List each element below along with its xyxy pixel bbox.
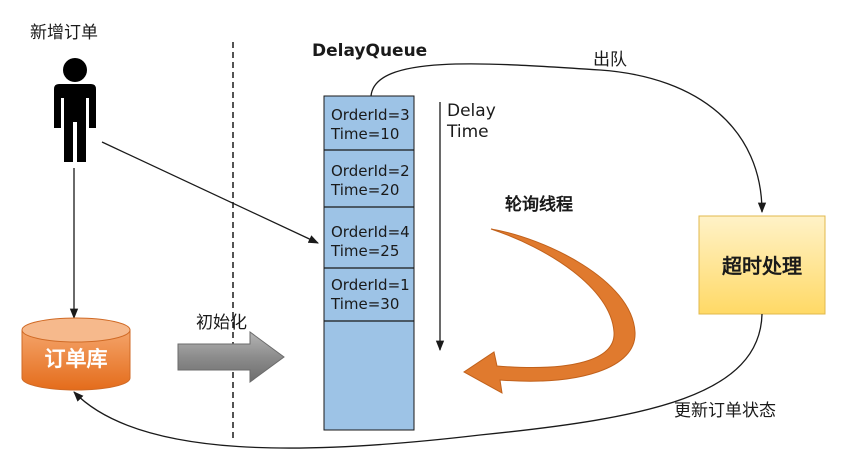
queue-item-order: OrderId=2 bbox=[331, 162, 410, 180]
person-to-queue-arrow bbox=[101, 141, 319, 244]
order-db-label: 订单库 bbox=[45, 347, 108, 371]
queue-item-time: Time=30 bbox=[330, 295, 399, 313]
queue-item-time: Time=25 bbox=[330, 242, 399, 260]
init-label: 初始化 bbox=[196, 313, 247, 333]
queue-item-order: OrderId=1 bbox=[331, 276, 410, 294]
order-db-cylinder bbox=[21, 317, 131, 391]
timeout-handler-label: 超时处理 bbox=[721, 254, 802, 278]
person-icon bbox=[54, 58, 96, 162]
queue-item-time: Time=10 bbox=[330, 125, 399, 143]
timeout-handler-box bbox=[698, 215, 826, 315]
queue-item-time: Time=20 bbox=[330, 181, 399, 199]
polling-thread-label: 轮询线程 bbox=[505, 194, 573, 215]
init-arrow bbox=[177, 331, 285, 383]
delay-time-label: Time bbox=[446, 122, 489, 142]
delay-time-label: Delay bbox=[447, 101, 496, 121]
delay-queue-container bbox=[323, 95, 415, 431]
update-status-label: 更新订单状态 bbox=[674, 401, 776, 421]
dequeue-arrow bbox=[370, 63, 767, 214]
queue-item-order: OrderId=4 bbox=[331, 223, 410, 241]
new-order-label: 新增订单 bbox=[30, 23, 98, 43]
delay-queue-title: DelayQueue bbox=[312, 41, 427, 61]
update-status-arrow bbox=[73, 313, 763, 449]
queue-item-order: OrderId=3 bbox=[331, 106, 410, 124]
dequeue-label: 出队 bbox=[593, 50, 627, 70]
polling-thread-arrow bbox=[463, 228, 636, 394]
